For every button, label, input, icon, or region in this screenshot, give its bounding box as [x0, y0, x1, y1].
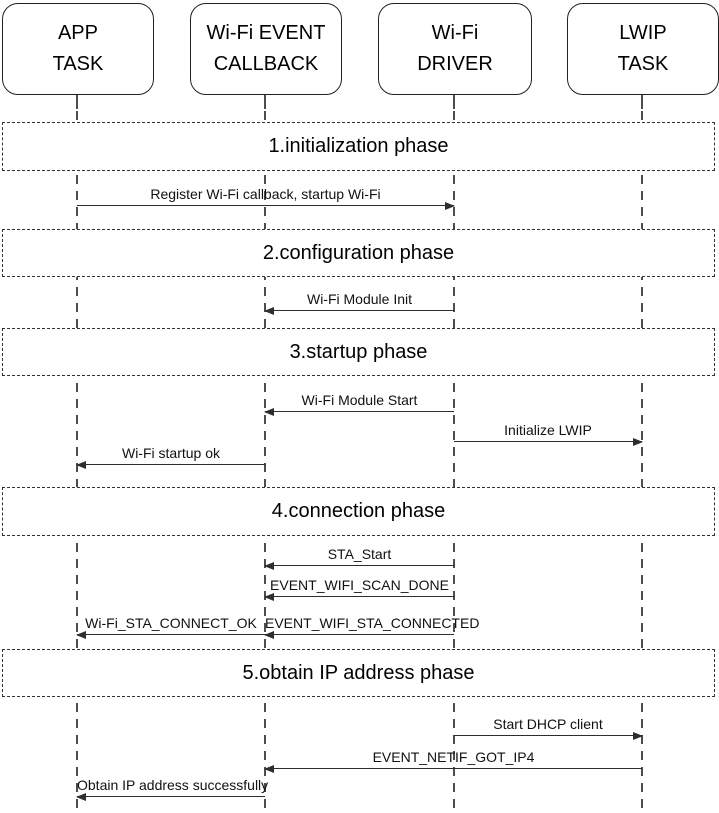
arrow-left-icon [264, 562, 454, 571]
arrow-left-icon [264, 765, 642, 774]
message-start-dhcp-client: Start DHCP client [454, 715, 643, 741]
message-wifi-sta-connect-ok: Wi-Fi_STA_CONNECT_OK [76, 614, 265, 640]
message-wifi-startup-ok: Wi-Fi startup ok [76, 444, 265, 470]
message-register-wifi-callback: Register Wi-Fi callback, startup Wi-Fi [77, 185, 455, 211]
lifeline-wifi-driver [453, 95, 455, 813]
arrow-left-icon [76, 461, 265, 470]
arrow-left-icon [264, 631, 454, 640]
message-event-wifi-scan-done: EVENT_WIFI_SCAN_DONE [264, 576, 454, 602]
message-label: Initialize LWIP [504, 422, 592, 438]
message-label: Wi-Fi Module Start [301, 392, 418, 408]
lifeline-lwip-task [641, 95, 643, 813]
phase-title: 4.connection phase [271, 500, 446, 522]
actor-box-wifi-event-callback: Wi-Fi EVENT CALLBACK [190, 3, 342, 95]
message-event-wifi-sta-connected: EVENT_WIFI_STA_CONNECTED [264, 614, 480, 640]
actor-label-wifi-driver: Wi-Fi DRIVER [417, 22, 493, 75]
phase-title: 3.startup phase [289, 340, 428, 363]
arrow-right-icon [454, 732, 643, 741]
phase-band-startup: 3.startup phase [2, 328, 715, 376]
actor-box-wifi-driver: Wi-Fi DRIVER [378, 3, 532, 95]
message-obtain-ip-address: Obtain IP address successfully [76, 776, 269, 802]
phase-band-configuration: 2.configuration phase [2, 229, 715, 277]
phase-title: 1.initialization phase [268, 135, 449, 157]
arrow-right-icon [77, 202, 455, 211]
arrow-right-icon [454, 438, 643, 447]
phase-band-obtain-ip-address: 5.obtain IP address phase [2, 649, 715, 697]
message-label: STA_Start [327, 546, 392, 562]
arrow-left-icon [76, 631, 265, 640]
message-label: Wi-Fi Module Init [306, 291, 413, 307]
actor-box-lwip-task: LWIP TASK [567, 3, 719, 95]
actor-label-wifi-event-callback: Wi-Fi EVENT CALLBACK [206, 22, 326, 75]
message-initialize-lwip: Initialize LWIP [454, 421, 643, 447]
arrow-left-icon [76, 793, 265, 802]
actor-box-app-task: APP TASK [2, 3, 154, 95]
message-label: Register Wi-Fi callback, startup Wi-Fi [150, 186, 381, 202]
actor-label-app-task: APP TASK [52, 22, 104, 75]
message-label: Start DHCP client [493, 716, 603, 732]
message-sta-start: STA_Start [264, 545, 454, 571]
phase-band-connection: 4.connection phase [2, 487, 715, 536]
message-label: EVENT_WIFI_SCAN_DONE [270, 577, 449, 593]
message-event-netif-got-ip4: EVENT_NETIF_GOT_IP4 [264, 748, 642, 774]
lifeline-wifi-event-callback [264, 95, 266, 813]
message-label: Obtain IP address successfully [77, 777, 269, 793]
message-label: EVENT_NETIF_GOT_IP4 [372, 749, 535, 765]
phase-band-initialization: 1.initialization phase [2, 122, 715, 171]
message-wifi-module-init: Wi-Fi Module Init [264, 290, 454, 316]
arrow-left-icon [264, 593, 454, 602]
arrow-left-icon [264, 307, 454, 316]
actor-label-lwip-task: LWIP TASK [617, 22, 669, 75]
message-label: Wi-Fi_STA_CONNECT_OK [85, 615, 257, 631]
message-label: Wi-Fi startup ok [121, 445, 220, 461]
message-label: EVENT_WIFI_STA_CONNECTED [265, 615, 480, 631]
arrow-left-icon [264, 408, 454, 417]
phase-title: 5.obtain IP address phase [242, 661, 475, 684]
phase-title: 2.configuration phase [262, 241, 455, 264]
lifeline-app-task [76, 95, 78, 813]
message-wifi-module-start: Wi-Fi Module Start [264, 391, 454, 417]
